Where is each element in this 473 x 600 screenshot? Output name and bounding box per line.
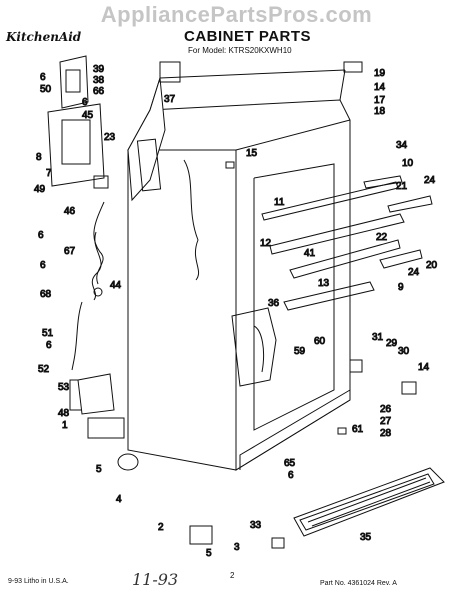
callout-38: 38: [93, 75, 105, 86]
callout-29: 29: [386, 338, 398, 349]
callout-41: 41: [304, 248, 316, 259]
callout-26: 26: [380, 404, 392, 415]
callout-17: 17: [374, 95, 386, 106]
callout-61: 61: [352, 424, 364, 435]
callout-68: 68: [40, 289, 52, 300]
callout-4: 4: [116, 494, 122, 505]
callout-5b: 5: [206, 548, 212, 559]
callout-8: 8: [36, 152, 42, 163]
callout-9: 9: [398, 282, 404, 293]
callout-18: 18: [374, 106, 386, 117]
callout-14a: 14: [374, 82, 386, 93]
page-title: CABINET PARTS: [184, 28, 312, 45]
callout-27: 27: [380, 416, 392, 427]
callout-13: 13: [318, 278, 330, 289]
footer-part-number: Part No. 4361024 Rev. A: [320, 580, 397, 587]
callout-33: 33: [250, 520, 262, 531]
callout-39: 39: [93, 64, 105, 75]
callout-59: 59: [294, 346, 306, 357]
brand-logo: KitchenAid: [6, 30, 82, 44]
callout-49: 49: [34, 184, 46, 195]
footer-page-number: 2: [230, 571, 235, 580]
shelf-rails: [261, 175, 433, 311]
footer-handwritten-date: 11-93: [132, 570, 179, 589]
callout-14b: 14: [418, 362, 430, 373]
callout-60: 60: [314, 336, 326, 347]
callout-36: 36: [268, 298, 280, 309]
watermark: AppliancePartsPros.com: [100, 2, 373, 27]
small-parts: [69, 61, 417, 549]
callout-52: 52: [38, 364, 50, 375]
callout-44: 44: [110, 280, 122, 291]
callout-6c: 6: [38, 230, 44, 241]
callout-28: 28: [380, 428, 392, 439]
callout-10: 10: [402, 158, 414, 169]
callout-6e: 6: [46, 340, 52, 351]
callout-6f: 6: [288, 470, 294, 481]
base-grille: [293, 467, 445, 537]
callout-24b: 24: [408, 267, 420, 278]
callout-11: 11: [274, 197, 285, 208]
callout-30: 30: [398, 346, 410, 357]
callout-45: 45: [82, 110, 94, 121]
callout-22: 22: [376, 232, 388, 243]
callout-51: 51: [42, 328, 54, 339]
callout-31: 31: [372, 332, 384, 343]
callout-7: 7: [46, 168, 52, 179]
callout-19: 19: [374, 68, 386, 79]
callout-3: 3: [234, 542, 240, 553]
callout-67: 67: [64, 246, 76, 257]
tubing-wires: [71, 201, 105, 371]
footer-litho: 9-93 Litho in U.S.A.: [8, 578, 69, 585]
callout-53: 53: [58, 382, 70, 393]
callout-6: 6: [40, 72, 46, 83]
callout-37: 37: [164, 94, 176, 105]
control-panel-assembly: [47, 55, 109, 189]
callout-35: 35: [360, 532, 372, 543]
callout-6d: 6: [40, 260, 46, 271]
callout-48: 48: [58, 408, 70, 419]
callout-24a: 24: [424, 175, 436, 186]
callout-20: 20: [426, 260, 438, 271]
callout-2: 2: [158, 522, 164, 533]
callout-21: 21: [396, 181, 408, 192]
model-line: For Model: KTRS20KXWH10: [188, 46, 292, 55]
callout-5a: 5: [96, 464, 102, 475]
callout-50: 50: [40, 84, 52, 95]
callout-66: 66: [93, 86, 105, 97]
callout-6b: 6: [82, 97, 88, 108]
callout-12: 12: [260, 238, 272, 249]
callout-65: 65: [284, 458, 296, 469]
callout-15: 15: [246, 148, 258, 159]
callout-46: 46: [64, 206, 76, 217]
callout-1: 1: [62, 420, 68, 431]
callout-23: 23: [104, 132, 116, 143]
callout-34: 34: [396, 140, 408, 151]
rear-panel: [127, 77, 200, 281]
